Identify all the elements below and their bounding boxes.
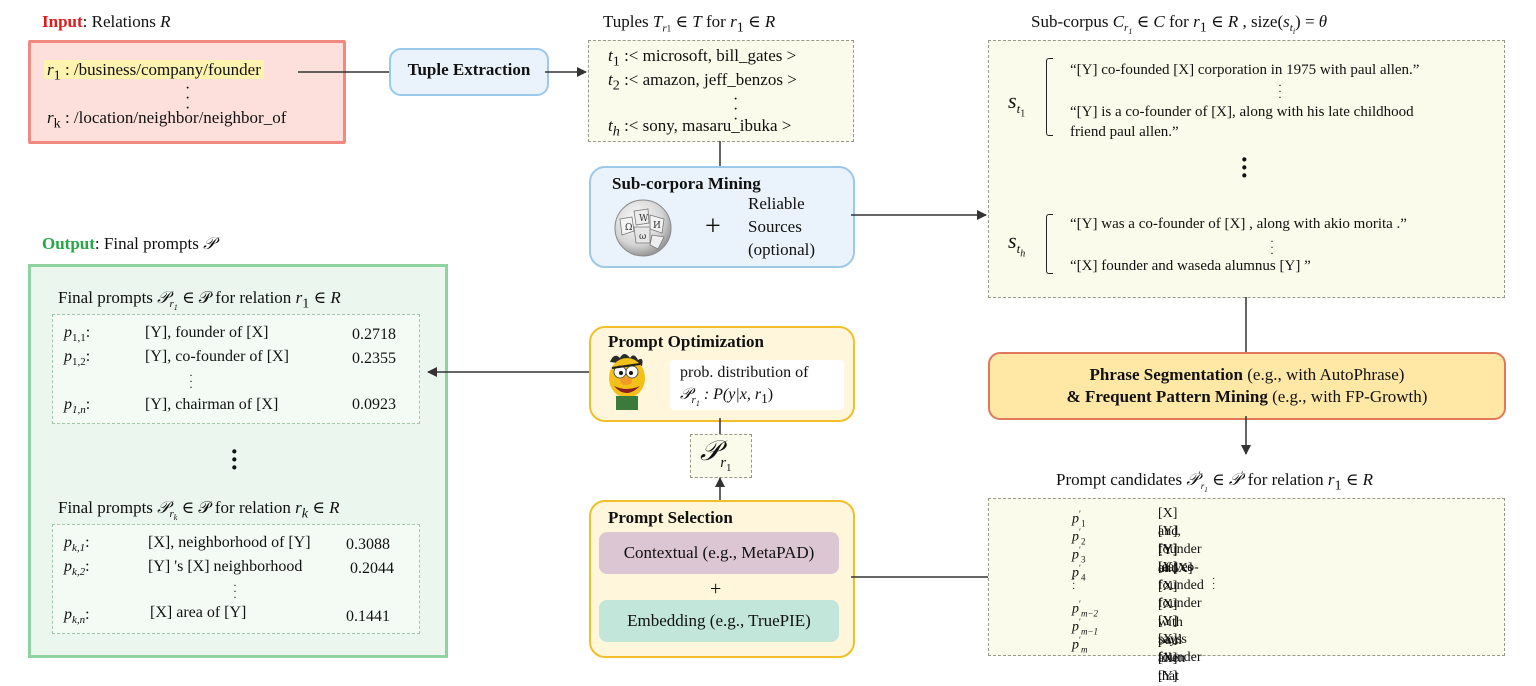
svg-text:W: W [639,214,649,224]
final-prompt-row: pk,2: [64,558,90,579]
prompt-selection-title: Prompt Selection [608,508,733,527]
tuples-vertical-dots: ··· [733,91,739,128]
tuples-title: Tuples Tr1 ∈ T for r1 ∈ R [603,12,776,36]
final-prompt-score: 0.2718 [352,326,396,343]
subcorpora-mining-title: Sub-corpora Mining [612,174,761,193]
final-prompt-score: 0.1441 [346,608,390,625]
candidate-dots: ······ [1072,574,1216,595]
mining-plus: + [705,211,721,242]
final-prompt-row: p1,1: [64,324,91,345]
output-title: Output: Final prompts 𝒫 [42,234,216,253]
candidate-row: p′4[Y] co-founded [X] with paul allen [1072,560,1204,667]
tuple-extraction-label: Tuple Extraction [407,60,531,79]
s-th-label: sth [1008,228,1026,260]
final-prompt-text: [Y], co-founder of [X] [145,348,289,365]
final-prompt-row: pk,1: [64,534,90,555]
block2-list [52,524,420,634]
sentence: “[X] founder and waseda alumnus [Y] ” [1070,258,1311,274]
sentence: “[Y] is a co-founder of [X], along with … [1070,104,1414,120]
final-prompt-row: pk,n: [64,606,90,627]
candidates-box [988,498,1505,656]
final-prompt-text: [X] area of [Y] [150,604,247,621]
candidate-row: p′3[Y] leaves [X] [1072,542,1193,594]
svg-text:И: И [653,221,661,231]
final-prompt-row: p1,2: [64,348,91,369]
final-prompt-score: 0.2044 [350,560,394,577]
block2-dots: ··· [233,578,237,604]
subcorpus-title: Sub-corpus Cr1 ∈ C for r1 ∈ R , size(sti… [1031,12,1328,37]
block1-list [52,314,420,424]
final-prompt-text: [X], neighborhood of [Y] [148,534,311,551]
svg-text:Ω: Ω [625,223,632,233]
input-relations-box [28,40,346,144]
sentence: “[Y] co-founded [X] corporation in 1975 … [1070,62,1420,78]
p-r1-box [690,434,752,478]
tuple-item: th :< sony, masaru_ibuka > [608,116,792,140]
embedding-method[interactable]: Embedding (e.g., TruePIE) [599,600,839,642]
s-t1-brace [1046,58,1053,136]
wikipedia-globe-icon: W Ω И ω [612,197,674,259]
final-prompt-text: [Y] 's [X] neighborhood [148,558,303,575]
s-t1-label: st1 [1008,88,1026,120]
input-title: Input: Relations R [42,12,171,31]
selection-plus: + [710,578,722,600]
s-th-brace [1046,214,1053,274]
output-big-dots: ··· [230,437,239,482]
svg-text:ω: ω [639,232,646,242]
optimization-speech-bubble [670,360,844,410]
relation-rk[interactable]: rk : /location/neighbor/neighbor_of [47,108,287,132]
subcorpus-box [988,40,1505,298]
block1-title: Final prompts 𝒫r1 ∈ 𝒫 for relation r1 ∈ … [58,288,341,313]
final-prompt-text: [Y], chairman of [X] [145,396,279,413]
final-prompt-text: [Y], founder of [X] [145,324,269,341]
candidates-title: Prompt candidates 𝒫′r1 ∈ 𝒫′ for relation… [1056,470,1374,495]
optimization-description: prob. distribution of 𝒫r1 : P(y|x, r1) [680,364,809,409]
tuples-box [588,40,854,142]
final-prompt-score: 0.3088 [346,536,390,553]
tuple-item: t2 :< amazon, jeff_benzos > [608,70,797,94]
contextual-method[interactable]: Contextual (e.g., MetaPAD) [599,532,839,574]
block1-dots: ··· [189,368,193,394]
s1-dots: ··· [1278,78,1282,104]
final-prompt-score: 0.0923 [352,396,396,413]
prompt-optimization-title: Prompt Optimization [608,332,764,351]
sentence: “[Y] was a co-founder of [X] , along wit… [1070,216,1407,232]
bert-muppet-icon [600,350,660,412]
tuple-extraction-box[interactable] [389,48,549,96]
final-prompt-row: p1,n: [64,396,91,417]
candidate-row: p′1[X] and [Y] and [1072,506,1179,576]
relation-r1[interactable]: r1 : /business/company/founder [44,60,264,84]
phrase-segmentation-label: Phrase Segmentation (e.g., with AutoPhra… [1066,365,1428,406]
final-prompt-score: 0.2355 [352,350,396,367]
phrase-segmentation-box[interactable] [988,352,1506,420]
p-r1-label: 𝒫r1 [700,436,732,474]
tuple-item: t1 :< microsoft, bill_gates > [608,46,797,70]
candidate-row: p′2[Y], founder of [X] [1072,524,1202,576]
sentence: friend paul allen.” [1070,124,1179,140]
input-vertical-dots: ··· [185,80,191,117]
block2-title: Final prompts 𝒫rk ∈ 𝒫 for relation rk ∈ … [58,498,340,523]
sh-dots: ··· [1270,234,1274,260]
reliable-sources-label: Reliable Sources (optional) [748,194,816,259]
subcorpus-big-dots: ··· [1240,145,1249,190]
